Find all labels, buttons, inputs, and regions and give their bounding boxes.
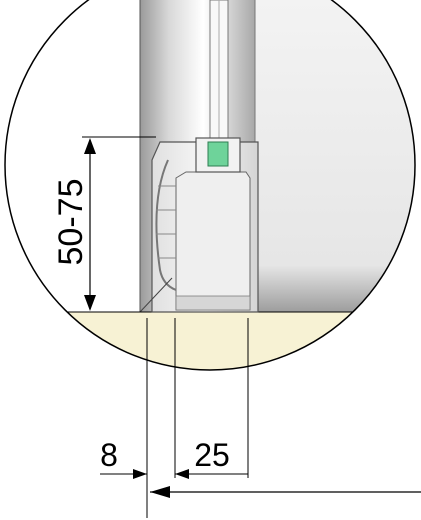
floor-slab <box>5 312 415 370</box>
arrow-up-icon <box>84 138 96 154</box>
arrow-down-icon <box>84 295 96 311</box>
profile-width-label: 25 <box>194 437 230 473</box>
diagonal-joint-line <box>139 277 173 313</box>
height-dimension: 50-75 <box>52 136 156 313</box>
height-range-label: 50-75 <box>52 179 90 266</box>
rubber-gasket <box>207 141 229 167</box>
offset-label: 8 <box>100 437 118 473</box>
width-dimensions: 8 25 <box>100 318 421 518</box>
detail-circle-outline <box>4 0 416 371</box>
door-profile <box>139 137 259 313</box>
sweep-seal-ribs <box>156 185 176 259</box>
sweep-seal <box>155 159 177 291</box>
arrow-right-icon <box>133 469 147 479</box>
profile-inner-channel <box>175 171 251 311</box>
arrow-left-icon <box>150 486 170 498</box>
profile-bottom-rail <box>175 295 251 311</box>
